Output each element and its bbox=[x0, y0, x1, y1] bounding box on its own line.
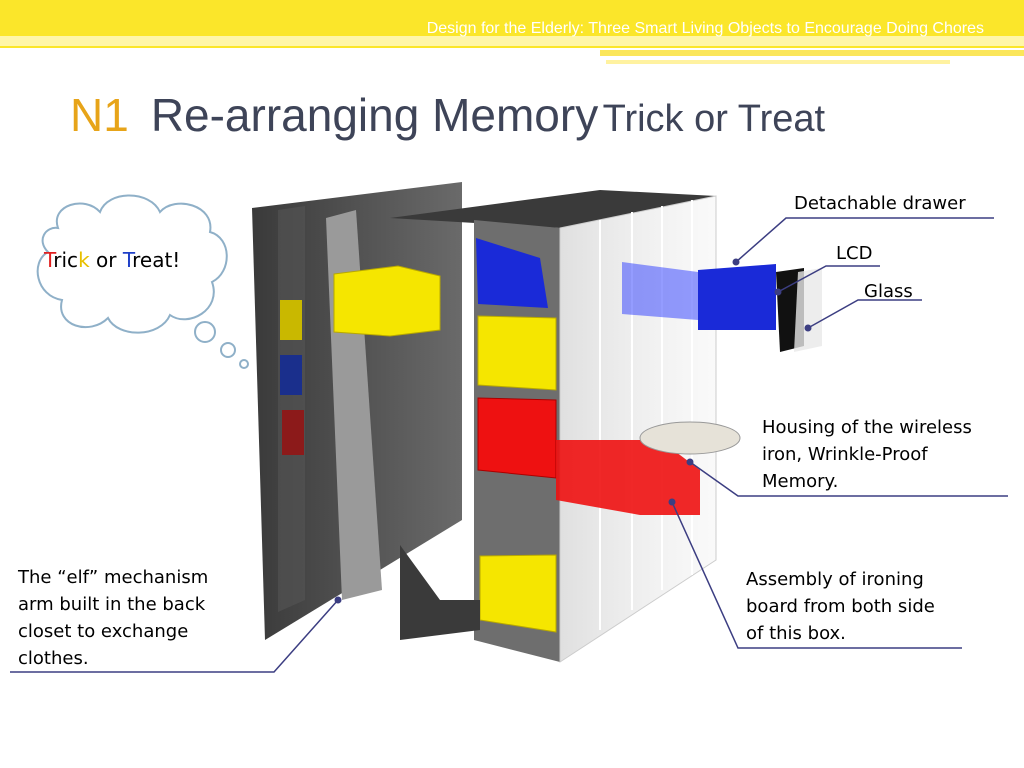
thought-bubble bbox=[36, 194, 249, 369]
label-elf: The “elf” mechanism arm built in the bac… bbox=[18, 564, 208, 672]
bubble-letter: k bbox=[78, 248, 90, 272]
glass-panel bbox=[794, 268, 822, 352]
bubble-letters: reat! bbox=[132, 248, 181, 272]
label-line: arm built in the back bbox=[18, 594, 206, 615]
callout-dots bbox=[334, 258, 812, 604]
slide-code: N1 bbox=[70, 89, 129, 141]
decor-stripe bbox=[606, 60, 950, 64]
slide-title-sub: Trick or Treat bbox=[602, 98, 826, 140]
label-glass: Glass bbox=[864, 281, 913, 302]
detachable-drawer bbox=[698, 264, 776, 330]
top-plate bbox=[390, 190, 716, 228]
decor-stripe bbox=[600, 50, 1024, 56]
bubble-letters: ric bbox=[53, 248, 79, 272]
slide-title-main: Re-arranging Memory bbox=[150, 89, 599, 141]
bubble-text: Trick or Treat! bbox=[44, 248, 180, 272]
yellow-drawer bbox=[479, 554, 557, 633]
slide-title: N1 Re-arranging Memory Trick or Treat bbox=[70, 88, 825, 142]
bubble-letter: T bbox=[122, 248, 133, 272]
label-line: Housing of the wireless bbox=[762, 417, 972, 438]
label-line: The “elf” mechanism bbox=[18, 567, 209, 588]
callout-lines bbox=[10, 217, 1008, 673]
bubble-letter: T bbox=[44, 248, 54, 272]
label-housing: Housing of the wireless iron, Wrinkle-Pr… bbox=[762, 414, 972, 495]
header-title: Design for the Elderly: Three Smart Livi… bbox=[426, 20, 984, 37]
bubble-word: or bbox=[89, 248, 123, 272]
blue-drawer bbox=[476, 238, 548, 308]
iron-housing bbox=[556, 440, 700, 515]
label-line: of this box. bbox=[746, 623, 846, 644]
red-drawer bbox=[477, 397, 557, 479]
yellow-drawer bbox=[333, 265, 441, 337]
label-line: board from both side bbox=[746, 596, 935, 617]
label-line: clothes. bbox=[18, 648, 89, 669]
label-line: iron, Wrinkle-Proof bbox=[762, 444, 928, 465]
header-band-highlight bbox=[0, 36, 1024, 46]
label-assembly: Assembly of ironing board from both side… bbox=[746, 566, 935, 647]
label-lcd: LCD bbox=[836, 243, 873, 264]
base-plate bbox=[400, 545, 480, 640]
label-line: Memory. bbox=[762, 471, 839, 492]
yellow-drawer bbox=[477, 315, 557, 391]
label-line: closet to exchange bbox=[18, 621, 189, 642]
label-detachable-drawer: Detachable drawer bbox=[794, 193, 966, 214]
label-line: Assembly of ironing bbox=[746, 569, 924, 590]
